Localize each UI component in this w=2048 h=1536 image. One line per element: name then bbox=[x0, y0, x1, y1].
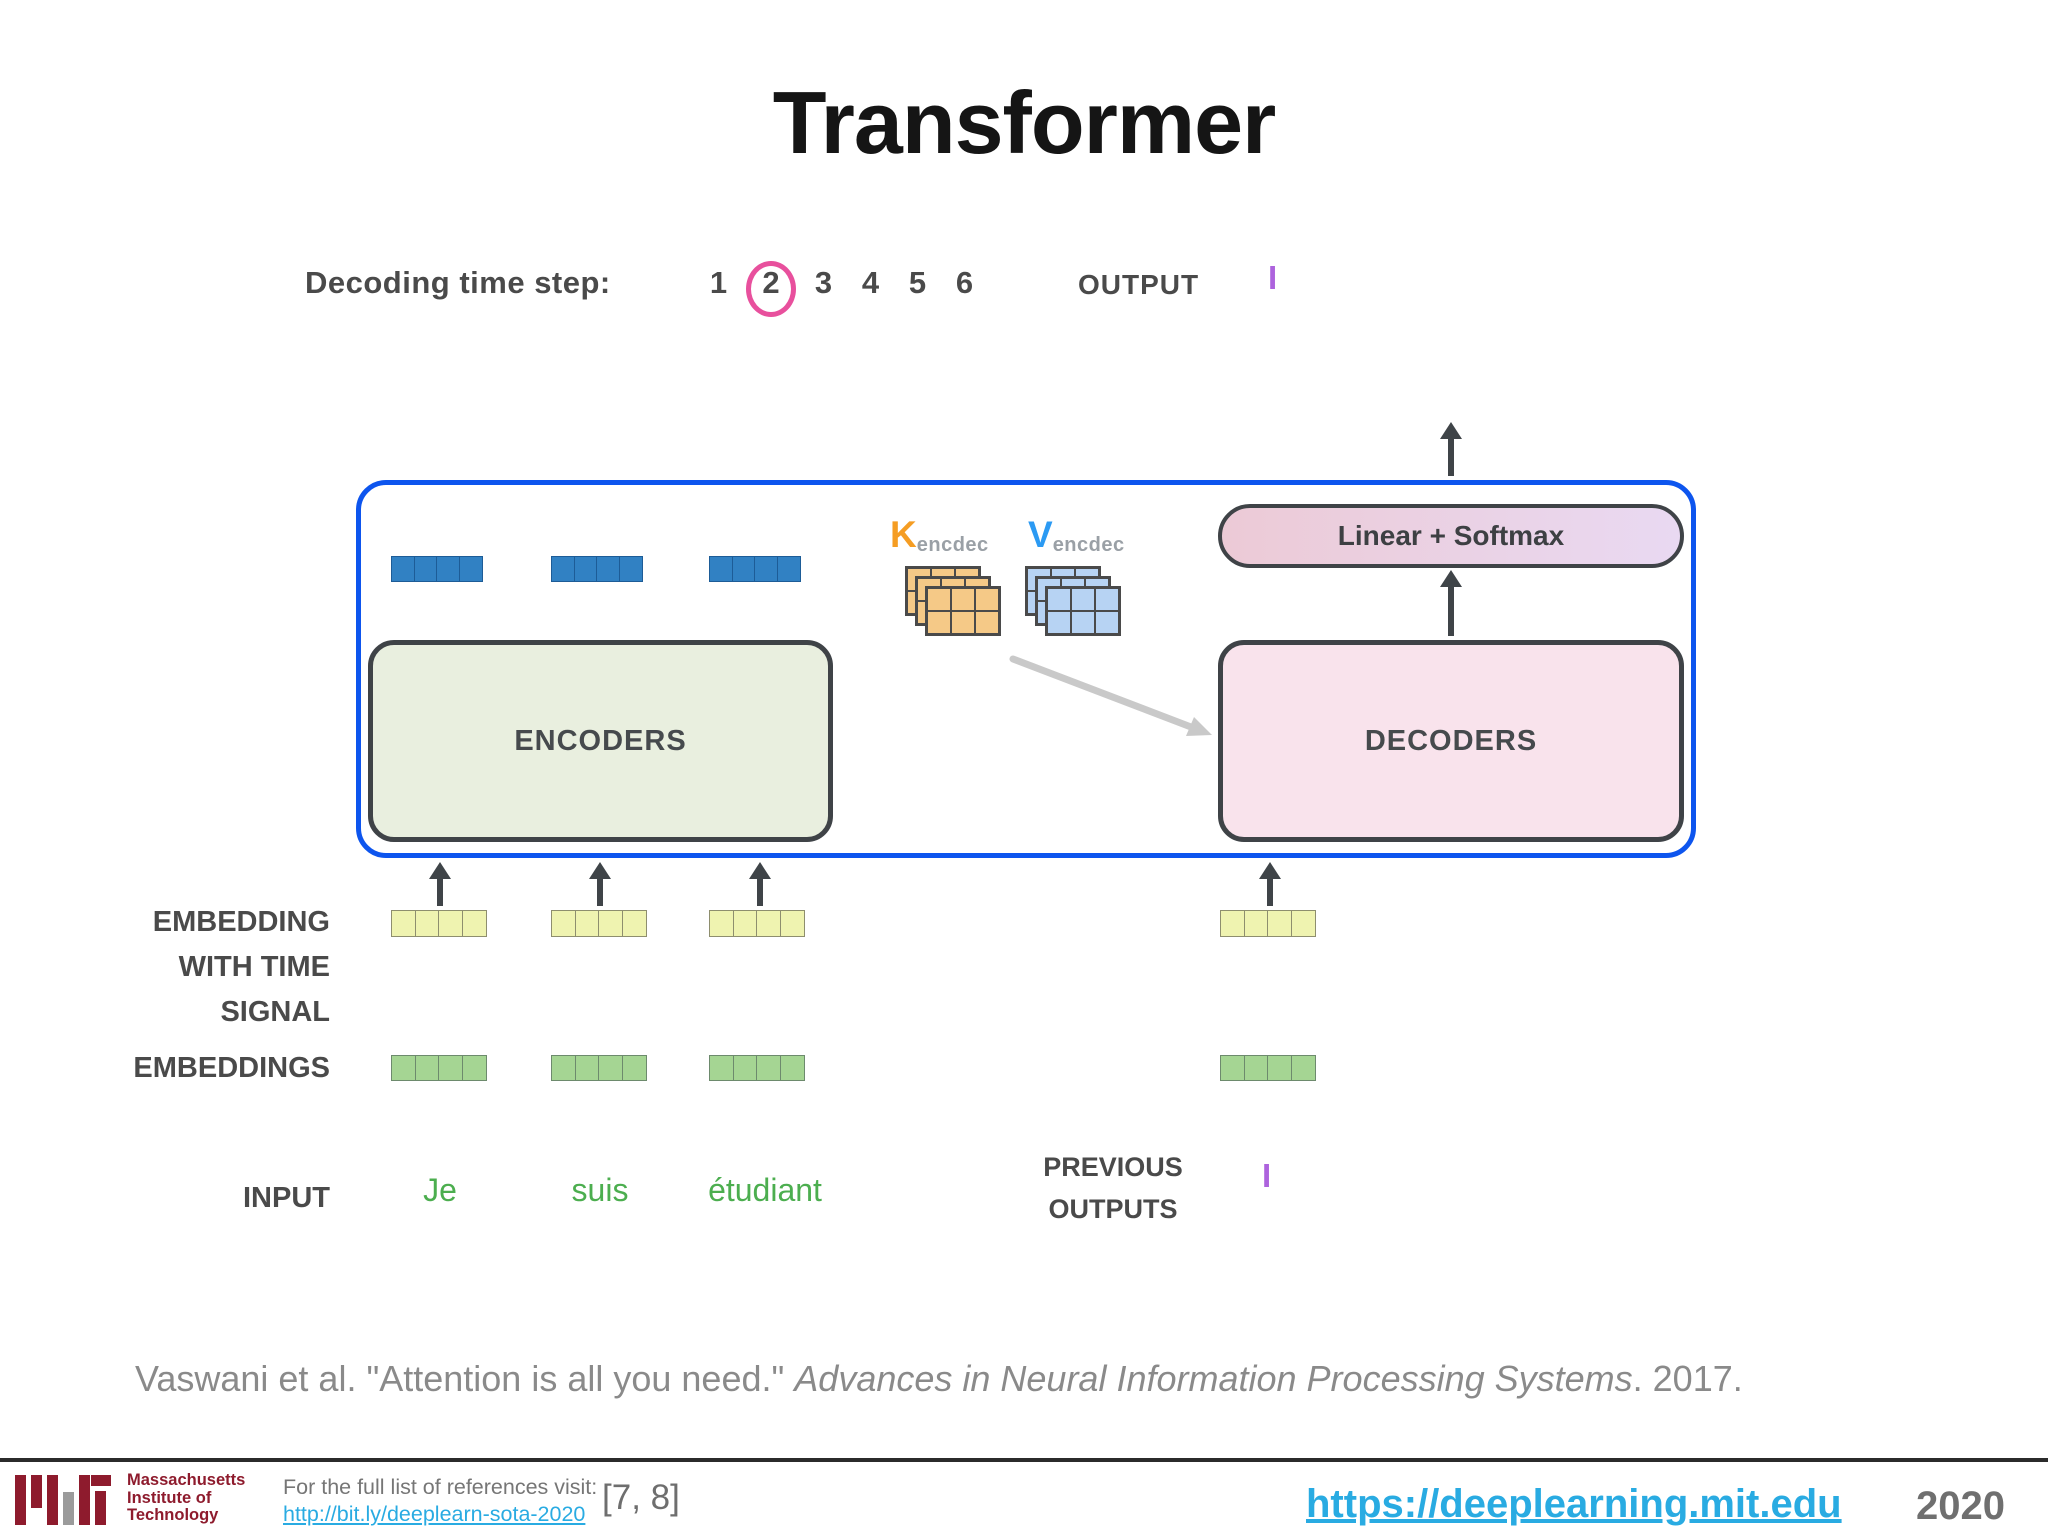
active-step-ring bbox=[746, 261, 796, 317]
decoding-steps: 1 2 3 4 5 6 bbox=[695, 262, 988, 304]
time-embedding-vector-1 bbox=[391, 910, 487, 937]
transformer-outer-box bbox=[356, 480, 1696, 858]
embedding-vector-3 bbox=[709, 1055, 805, 1081]
encoders-box: ENCODERS bbox=[368, 640, 833, 842]
step-3: 3 bbox=[814, 265, 833, 300]
encoder-output-vector-2 bbox=[551, 556, 643, 582]
encoder-output-vector-1 bbox=[391, 556, 483, 582]
v-subscript: encdec bbox=[1052, 534, 1125, 556]
mit-line: Technology bbox=[127, 1506, 219, 1524]
arrow-up-icon bbox=[749, 862, 771, 906]
mit-logo-icon bbox=[15, 1475, 111, 1525]
label-line: WITH TIME bbox=[178, 951, 330, 983]
v-matrix-layer bbox=[1045, 586, 1121, 636]
mit-line: Institute of bbox=[127, 1488, 212, 1507]
encdec-attention-arrow bbox=[1009, 655, 1212, 736]
decoders-box: DECODERS bbox=[1218, 640, 1684, 842]
references-link[interactable]: http://bit.ly/deeplearn-sota-2020 bbox=[283, 1502, 586, 1526]
page-title: Transformer bbox=[772, 73, 1277, 172]
footer-divider bbox=[0, 1458, 2048, 1462]
output-token: I bbox=[1268, 259, 1278, 296]
previous-output-token: I bbox=[1262, 1157, 1272, 1194]
time-embedding-vector-decoder bbox=[1220, 910, 1316, 937]
mit-line: Massachusetts bbox=[127, 1471, 246, 1489]
time-embedding-vector-3 bbox=[709, 910, 805, 937]
k-encdec-label: Kencdec bbox=[890, 514, 989, 556]
arrow-up-icon bbox=[429, 862, 451, 906]
input-word-etudiant: étudiant bbox=[708, 1172, 822, 1208]
deeplearning-site-link[interactable]: https://deeplearning.mit.edu bbox=[1306, 1482, 1842, 1526]
label-line: OUTPUTS bbox=[1048, 1194, 1178, 1224]
step-5: 5 bbox=[908, 265, 927, 300]
k-letter: K bbox=[890, 514, 917, 555]
embedding-vector-decoder bbox=[1220, 1055, 1316, 1081]
v-encdec-label: Vencdec bbox=[1028, 514, 1125, 556]
embedding-vector-1 bbox=[391, 1055, 487, 1081]
citation-suffix: . 2017. bbox=[1632, 1358, 1743, 1399]
year-label: 2020 bbox=[1916, 1484, 2005, 1528]
k-matrix-stack bbox=[905, 566, 1002, 636]
k-subscript: encdec bbox=[916, 534, 989, 556]
mit-wordmark: Massachusetts Institute of Technology bbox=[127, 1471, 246, 1525]
step-4: 4 bbox=[861, 265, 880, 300]
label-line: PREVIOUS bbox=[1043, 1152, 1183, 1182]
decoding-time-step-label: Decoding time step: bbox=[305, 265, 611, 300]
embedding-with-time-signal-label: EMBEDDING WITH TIME SIGNAL bbox=[80, 900, 330, 1035]
previous-outputs-label: PREVIOUS OUTPUTS bbox=[1023, 1146, 1203, 1230]
input-label: INPUT bbox=[243, 1182, 330, 1214]
linear-softmax-box: Linear + Softmax bbox=[1218, 504, 1684, 568]
encoder-output-vector-3 bbox=[709, 556, 801, 582]
k-matrix-layer bbox=[925, 586, 1001, 636]
arrow-up-icon bbox=[1440, 570, 1462, 636]
reference-numbers: [7, 8] bbox=[602, 1478, 680, 1517]
step-6: 6 bbox=[955, 265, 974, 300]
input-word-je: Je bbox=[423, 1172, 457, 1208]
citation-journal: Advances in Neural Information Processin… bbox=[794, 1358, 1633, 1399]
embedding-vector-2 bbox=[551, 1055, 647, 1081]
references-note: For the full list of references visit: h… bbox=[283, 1474, 597, 1528]
arrow-up-icon bbox=[589, 862, 611, 906]
v-matrix-stack bbox=[1025, 566, 1122, 636]
embeddings-label: EMBEDDINGS bbox=[133, 1052, 330, 1084]
citation-prefix: Vaswani et al. "Attention is all you nee… bbox=[135, 1358, 795, 1399]
label-line: SIGNAL bbox=[220, 996, 330, 1028]
v-letter: V bbox=[1028, 514, 1053, 555]
arrow-up-icon bbox=[1259, 862, 1281, 906]
time-embedding-vector-2 bbox=[551, 910, 647, 937]
references-note-text: For the full list of references visit: bbox=[283, 1475, 598, 1499]
arrow-up-icon bbox=[1440, 422, 1462, 476]
label-line: EMBEDDING bbox=[152, 906, 330, 938]
output-label: OUTPUT bbox=[1078, 269, 1200, 300]
citation: Vaswani et al. "Attention is all you nee… bbox=[135, 1358, 1743, 1400]
step-1: 1 bbox=[709, 265, 728, 300]
input-word-suis: suis bbox=[571, 1172, 629, 1208]
